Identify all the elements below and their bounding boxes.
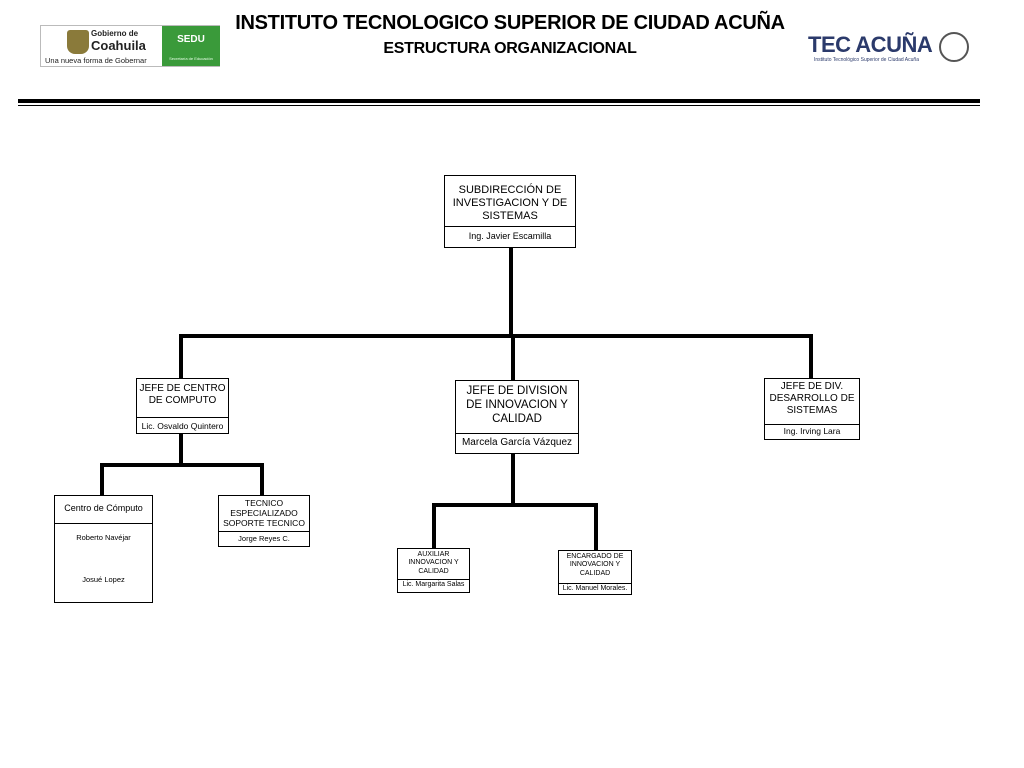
connector-line xyxy=(809,334,813,379)
org-box-innovacion: JEFE DE DIVISION DE INNOVACION Y CALIDAD… xyxy=(455,380,579,454)
org-box-divider xyxy=(137,417,228,418)
header-divider-thin xyxy=(18,105,980,106)
page-title: INSTITUTO TECNOLOGICO SUPERIOR DE CIUDAD… xyxy=(235,12,785,34)
org-box-person: Ing. Irving Lara xyxy=(783,426,841,436)
seal-icon xyxy=(939,32,969,62)
org-box-person: Jorge Reyes C. xyxy=(238,534,290,543)
tec-acuna-logo-subtext: Instituto Tecnológico Superior de Ciudad… xyxy=(814,57,919,63)
org-box-person: Lic. Osvaldo Quintero xyxy=(141,421,224,431)
connector-line xyxy=(432,503,598,507)
org-box-title: AUXILIAR INNOVACION Y CALIDAD xyxy=(408,551,459,575)
org-box-auxiliar: AUXILIAR INNOVACION Y CALIDAD Lic. Marga… xyxy=(397,548,470,593)
org-box-title: SUBDIRECCIÓN DE INVESTIGACION Y DE SISTE… xyxy=(452,184,568,223)
connector-line xyxy=(179,334,183,379)
page-subtitle: ESTRUCTURA ORGANIZACIONAL xyxy=(383,40,637,57)
sedu-label: SEDU xyxy=(177,34,205,45)
org-box-divider xyxy=(765,424,859,425)
logo-main-text: Coahuila xyxy=(91,38,146,53)
org-box-divider xyxy=(398,579,469,580)
org-box-desarrollo: JEFE DE DIV. DESARROLLO DE SISTEMAS Ing.… xyxy=(764,378,860,440)
connector-line xyxy=(432,503,436,549)
org-box-divider xyxy=(559,583,631,584)
org-box-divider xyxy=(456,433,578,434)
org-box-divider xyxy=(55,523,152,524)
gobierno-coahuila-logo: Gobierno de Coahuila Una nueva forma de … xyxy=(40,25,220,67)
connector-line xyxy=(511,334,515,381)
sedu-sublabel: Secretaría de Educación xyxy=(169,56,213,61)
connector-line xyxy=(511,453,515,506)
org-box-centro-de-computo: Centro de Cómputo Roberto Navéjar Josué … xyxy=(54,495,153,603)
org-box-person: Marcela García Vázquez xyxy=(461,437,573,448)
org-box-title: TECNICO ESPECIALIZADO SOPORTE TECNICO xyxy=(223,498,305,529)
org-box-person: Roberto Navéjar xyxy=(76,533,131,542)
org-box-encargado: ENCARGADO DE INNOVACION Y CALIDAD Lic. M… xyxy=(558,550,632,595)
org-box-tecnico: TECNICO ESPECIALIZADO SOPORTE TECNICO Jo… xyxy=(218,495,310,547)
org-box-title: JEFE DE DIV. DESARROLLO DE SISTEMAS xyxy=(769,381,855,416)
connector-line xyxy=(509,247,513,336)
coat-of-arms-icon xyxy=(67,30,89,54)
sedu-badge: SEDU Secretaría de Educación xyxy=(162,26,220,66)
logo-top-text: Gobierno de xyxy=(91,29,139,38)
org-box-divider xyxy=(219,531,309,532)
logo-tagline: Una nueva forma de Gobernar xyxy=(45,56,147,65)
header-divider-thick xyxy=(18,99,980,103)
tec-acuna-logo: TEC ACUÑA Instituto Tecnológico Superior… xyxy=(808,32,973,66)
org-box-centro-computo: JEFE DE CENTRO DE COMPUTO Lic. Osvaldo Q… xyxy=(136,378,229,434)
connector-line xyxy=(260,463,264,496)
org-box-person: Josué Lopez xyxy=(82,575,125,584)
org-box-subdireccion: SUBDIRECCIÓN DE INVESTIGACION Y DE SISTE… xyxy=(444,175,576,248)
org-box-person: Lic. Manuel Morales. xyxy=(562,585,628,592)
connector-line xyxy=(594,503,598,551)
connector-line xyxy=(179,334,813,338)
org-box-divider xyxy=(445,226,575,227)
org-box-title: JEFE DE DIVISION DE INNOVACION Y CALIDAD xyxy=(466,385,568,425)
tec-acuna-logo-text: TEC ACUÑA xyxy=(808,32,933,57)
connector-line xyxy=(179,432,183,466)
org-box-title: ENCARGADO DE INNOVACION Y CALIDAD xyxy=(566,553,624,577)
connector-line xyxy=(100,463,104,496)
connector-line xyxy=(100,463,264,467)
org-box-title: JEFE DE CENTRO DE COMPUTO xyxy=(139,383,226,406)
org-box-title: Centro de Cómputo xyxy=(64,503,143,513)
org-box-person: Lic. Margarita Salas xyxy=(402,581,465,588)
org-box-person: Ing. Javier Escamilla xyxy=(468,231,552,241)
